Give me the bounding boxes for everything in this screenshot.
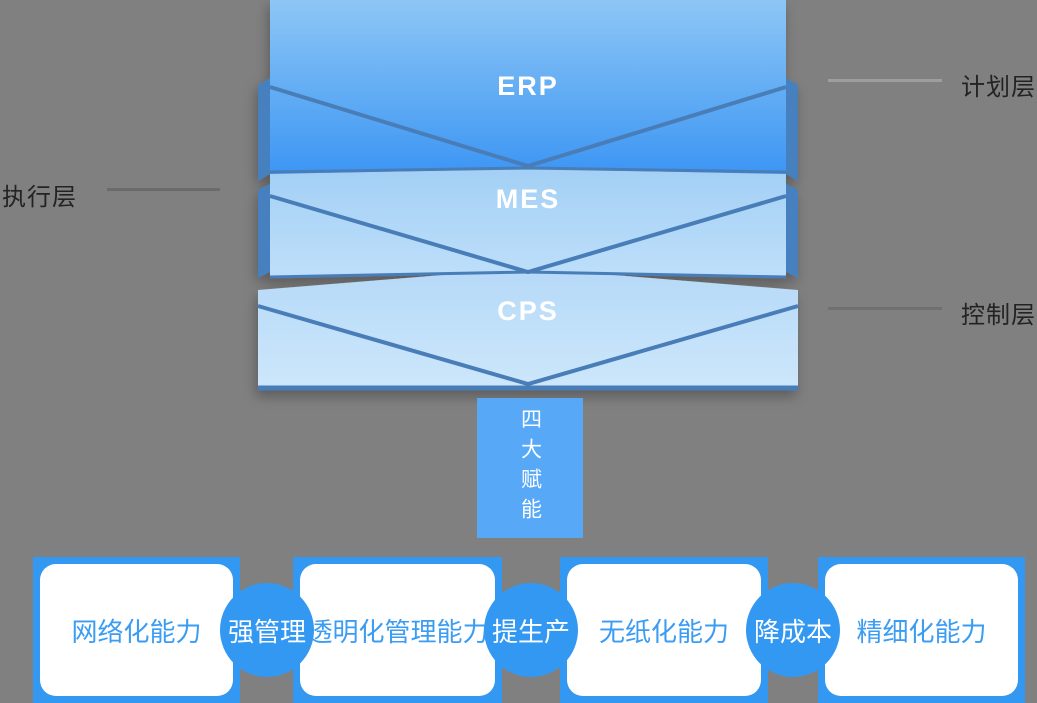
erp-left-wing [258,78,270,181]
erp-banner-shape [270,0,786,174]
cps-label: CPS [497,296,559,326]
capability-card-paperless: 无纸化能力 [560,557,768,703]
capability-card-label: 透明化管理能力 [306,616,489,647]
connector-circle-management: 强管理 [220,583,314,677]
erp-bottom-edge [269,166,787,174]
capability-card-label: 精细化能力 [856,616,987,647]
capability-card-refined: 精细化能力 [818,557,1025,703]
mes-label: MES [496,184,561,214]
mes-right-wing [786,184,798,278]
erp-label: ERP [497,71,559,101]
execution-leader-line [107,188,220,191]
capability-card-network: 网络化能力 [33,557,240,703]
planning-layer-label: 计划层 [961,74,1036,101]
cps-fold-line [257,304,799,387]
capability-card-label: 无纸化能力 [598,616,729,647]
connector-label: 降成本 [753,616,832,647]
planning-leader-line [828,79,942,82]
control-leader-line [828,307,942,310]
capability-card-transparency: 透明化管理能力 [293,557,502,703]
mes-bottom-edge [269,270,787,279]
cps-banner-shape [258,268,798,389]
erp-right-wing [786,78,798,181]
execution-layer-label: 执行层 [2,184,77,211]
capability-card-inner: 网络化能力 [40,564,233,696]
capability-card-inner: 透明化管理能力 [300,564,495,696]
four-empowerments-box: 四大赋能 [477,398,583,538]
erp-fold-line [269,85,787,169]
connector-label: 强管理 [227,616,306,647]
control-layer-label: 控制层 [961,302,1036,329]
mes-banner-shape [270,150,786,278]
mes-left-wing [258,184,270,278]
connector-label: 提生产 [491,616,570,647]
four-empowerments-label: 四大赋能 [518,408,542,528]
connector-circle-cost: 降成本 [746,583,840,677]
connector-circle-production: 提生产 [484,583,578,677]
layer-stack-graphic: ERP MES CPS [257,0,799,391]
capability-card-inner: 精细化能力 [825,564,1018,696]
capability-card-inner: 无纸化能力 [567,564,761,696]
capability-card-label: 网络化能力 [71,616,202,647]
